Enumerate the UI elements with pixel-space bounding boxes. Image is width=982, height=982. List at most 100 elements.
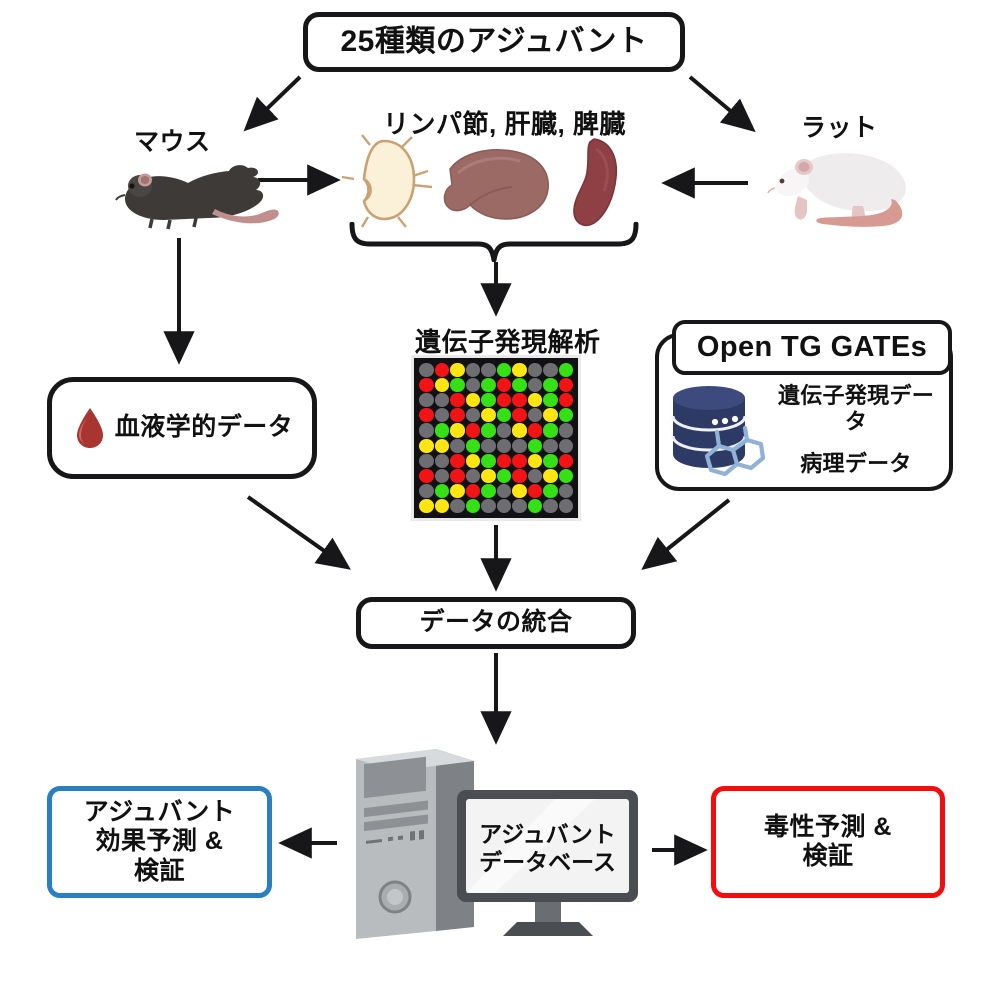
heatmap-cell-7-1 [434,468,449,483]
heatmap-cell-2-3 [465,393,480,408]
heatmap-cell-2-0 [419,393,434,408]
heatmap-cell-6-6 [512,453,527,468]
molecule-icon [704,425,766,477]
heatmap-cell-0-3 [465,363,480,378]
heatmap-cell-7-0 [419,468,434,483]
heatmap-cell-7-2 [450,468,465,483]
heatmap-cell-2-2 [450,393,465,408]
heatmap-cell-9-6 [512,498,527,513]
open-tg-gates-title: Open TG GATEs [696,331,928,364]
heatmap-cell-1-8 [543,378,558,393]
heatmap-cell-4-8 [543,423,558,438]
heatmap-cell-9-4 [481,498,496,513]
arrow-title-to-rat [688,75,756,133]
heatmap-cell-0-8 [543,363,558,378]
heatmap-cell-4-2 [450,423,465,438]
organs-label: リンパ節, 肝臓, 脾臓 [383,109,626,139]
heatmap-cell-0-9 [558,363,573,378]
heatmap-cell-1-5 [496,378,511,393]
heatmap-cell-5-9 [558,438,573,453]
toxicity-prediction-box: 毒性予測 & 検証 [711,786,945,898]
heatmap-cell-0-7 [527,363,542,378]
spleen-icon [573,138,618,227]
heatmap-cell-3-5 [496,408,511,423]
heatmap-cell-1-7 [527,378,542,393]
heatmap-cell-0-0 [419,363,434,378]
heatmap-cell-6-2 [450,453,465,468]
heatmap-cell-9-2 [450,498,465,513]
heatmap-cell-6-1 [434,453,449,468]
heatmap-cell-3-1 [434,408,449,423]
heatmap-cell-6-7 [527,453,542,468]
mouse-illustration [115,165,279,230]
heatmap-cell-6-5 [496,453,511,468]
heatmap-cell-5-3 [465,438,480,453]
heatmap-cell-1-4 [481,378,496,393]
tg-gates-line-0: 遺伝子発現データ [777,383,935,435]
heatmap-cell-7-6 [512,468,527,483]
heatmap-cell-0-4 [481,363,496,378]
arrow-tggates-to-integration [641,498,731,570]
heatmap-cell-0-6 [512,363,527,378]
heatmap-cell-2-4 [481,393,496,408]
heatmap-cell-8-5 [496,483,511,498]
data-integration-label: データの統合 [419,608,573,637]
heatmap-cell-6-8 [543,453,558,468]
gene-expression-label: 遺伝子発現解析 [415,327,601,357]
liver-icon [443,149,549,220]
title-label: 25種類のアジュバント [340,25,648,59]
heatmap-cell-4-1 [434,423,449,438]
heatmap-cell-4-4 [481,423,496,438]
heatmap-cell-3-8 [543,408,558,423]
open-tg-gates-body: 遺伝子発現データ 病理データ [659,367,949,493]
heatmap-cell-4-6 [512,423,527,438]
toxicity-prediction-label: 毒性予測 & 検証 [763,812,892,871]
database-molecule-icon [671,386,766,477]
heatmap-cell-1-2 [450,378,465,393]
heatmap-cell-4-3 [465,423,480,438]
heatmap-cell-7-7 [527,468,542,483]
heatmap-cell-5-8 [543,438,558,453]
heatmap-cell-8-9 [558,483,573,498]
heatmap-cell-5-6 [512,438,527,453]
heatmap-cell-2-5 [496,393,511,408]
heatmap-cell-9-0 [419,498,434,513]
heatmap-cell-7-5 [496,468,511,483]
rat-label: ラット [801,114,878,142]
heatmap-cell-3-2 [450,408,465,423]
heatmap-cell-8-6 [512,483,527,498]
heatmap-cell-5-0 [419,438,434,453]
heatmap-cell-5-7 [527,438,542,453]
heatmap-cell-7-3 [465,468,480,483]
heatmap-cell-6-3 [465,453,480,468]
heatmap-cell-2-8 [543,393,558,408]
heatmap-cell-5-4 [481,438,496,453]
heatmap-cell-9-8 [543,498,558,513]
heatmap-cell-3-9 [558,408,573,423]
open-tg-gates-header: Open TG GATEs [672,320,952,375]
heatmap-cell-4-7 [527,423,542,438]
heatmap-cell-6-9 [558,453,573,468]
hematology-data-label: 血液学的データ [114,413,294,442]
heatmap-cell-2-9 [558,393,573,408]
heatmap-cell-3-6 [512,408,527,423]
arrow-blood-to-integration [246,495,351,570]
hematology-data-box: 血液学的データ [47,377,317,479]
organs-illustration [341,134,618,228]
heatmap-cell-7-4 [481,468,496,483]
heatmap-cell-1-0 [419,378,434,393]
heatmap-cell-6-4 [481,453,496,468]
heatmap-cell-2-1 [434,393,449,408]
heatmap-cell-8-8 [543,483,558,498]
heatmap-cell-4-5 [496,423,511,438]
open-tg-gates-box: Open TG GATEs [655,320,953,493]
open-tg-gates-labels: 遺伝子発現データ 病理データ [771,383,949,477]
heatmap-cell-3-3 [465,408,480,423]
heatmap-cell-8-1 [434,483,449,498]
heatmap-cell-3-7 [527,408,542,423]
heatmap-cell-1-6 [512,378,527,393]
monitor-icon [457,790,638,936]
data-integration-box: データの統合 [356,597,636,649]
